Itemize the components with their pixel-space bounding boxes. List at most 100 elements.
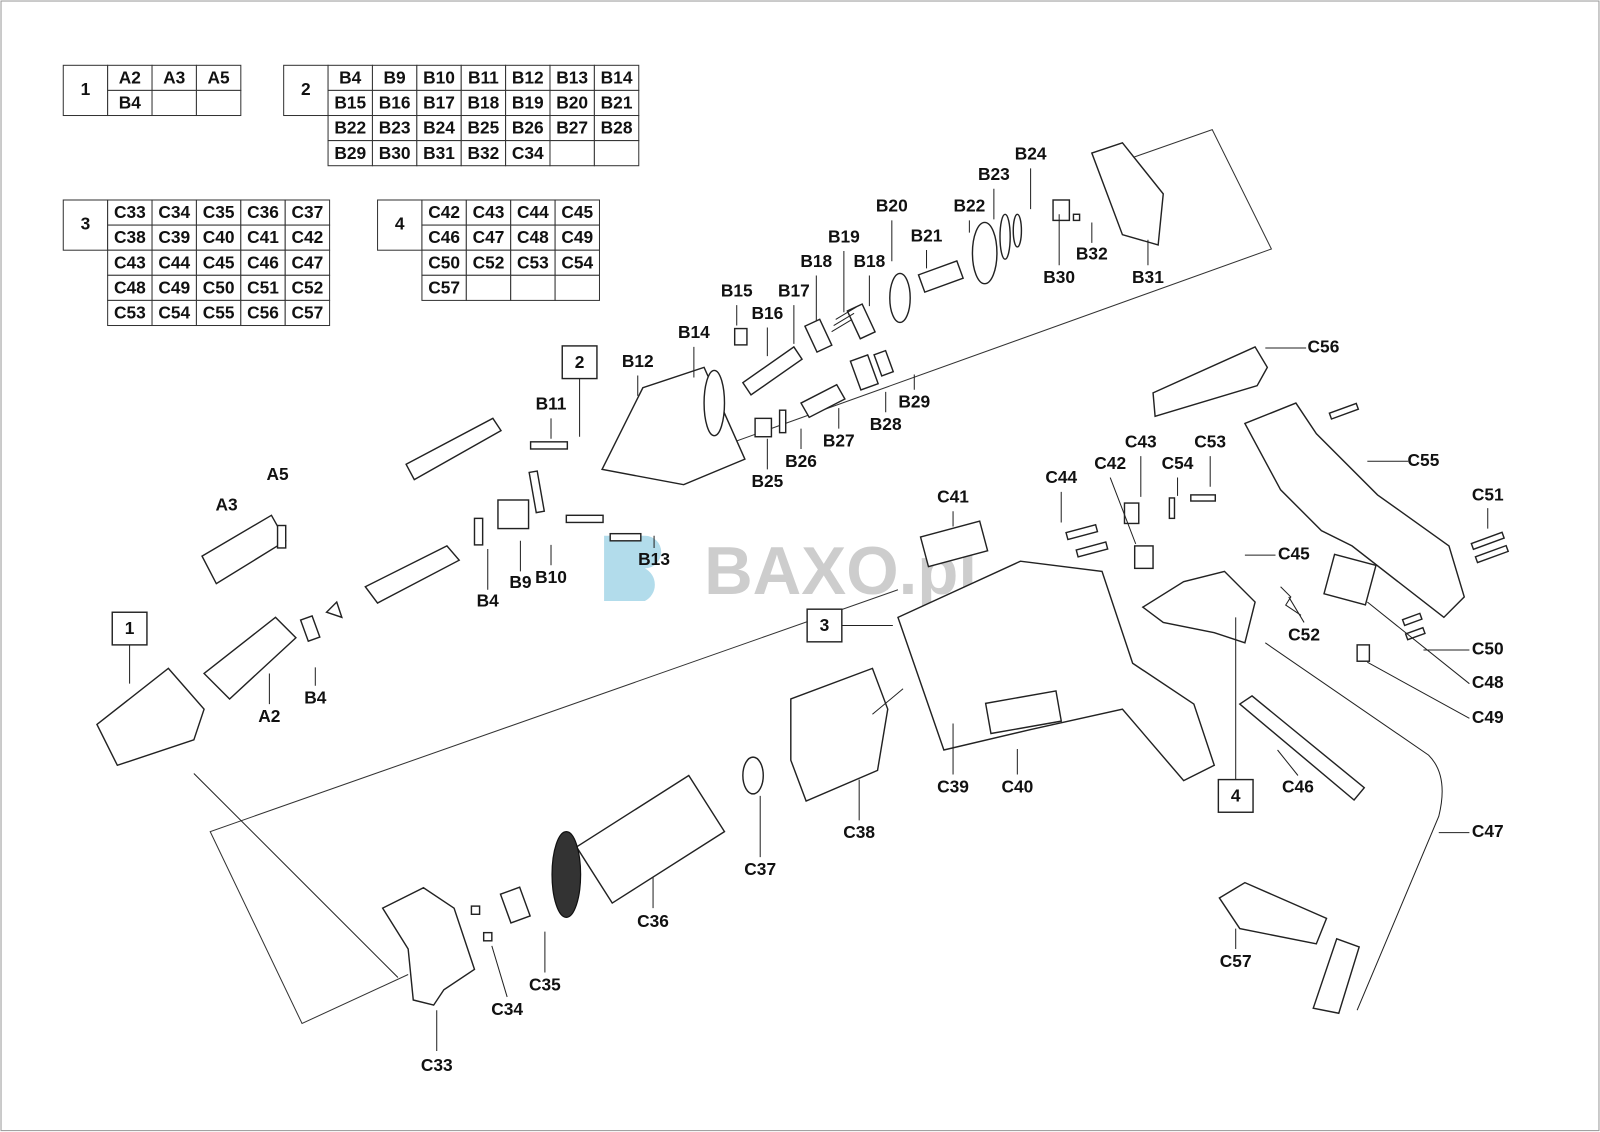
group-callout-2: 2: [561, 345, 598, 380]
table-cell-label: C50: [428, 252, 460, 272]
part-label: C35: [529, 974, 561, 994]
sleeve-c46: [1238, 695, 1366, 802]
table-cell-label: C49: [561, 227, 593, 247]
sleeve-a3: [201, 514, 287, 585]
table-cell: [421, 249, 467, 276]
part-label: B19: [828, 226, 860, 246]
table-cell-label: B10: [423, 67, 455, 87]
table-cell: [549, 114, 595, 142]
clutch-b18a: [803, 318, 833, 354]
part-label: C45: [1278, 544, 1310, 564]
table-cell-label: B21: [601, 93, 633, 113]
table-cell-label: A2: [119, 67, 141, 87]
group-callout-1: 1: [111, 611, 148, 646]
ring-a5: [276, 524, 287, 549]
table-cell: [416, 64, 462, 91]
table-cell: [505, 140, 551, 167]
table-cell-label: C57: [291, 303, 323, 323]
table-cell: [554, 199, 600, 226]
part-label: C37: [744, 859, 776, 879]
table-cell-label: B27: [556, 118, 588, 138]
table-cell-label: B25: [468, 118, 500, 138]
table-cell-label: A3: [163, 67, 186, 87]
table-cell: [510, 274, 556, 301]
part-label: C40: [1001, 776, 1033, 796]
part-label: B4: [304, 688, 327, 708]
table-cell-label: B14: [601, 67, 633, 87]
part-label: B13: [638, 549, 670, 569]
spring-b19: [831, 306, 857, 333]
armature-c36: [575, 774, 726, 905]
brush-holder-c33: [381, 886, 476, 1006]
part-label: B29: [898, 392, 930, 412]
table-cell-label: C52: [291, 277, 323, 297]
table-cell: [284, 199, 331, 226]
table-cell-label: C55: [203, 303, 235, 323]
group-number: 3: [81, 214, 91, 234]
screw-c51b: [1474, 544, 1510, 564]
table-cell-label: C44: [158, 252, 190, 272]
ring-b23: [999, 213, 1011, 260]
part-label: C41: [937, 487, 969, 507]
part-label: B4: [477, 591, 500, 611]
table-cell-label: C41: [247, 227, 279, 247]
table-cell-label: C43: [473, 202, 505, 222]
screw-b13a: [565, 514, 604, 524]
table-cell-label: C48: [517, 227, 549, 247]
washer-b10: [528, 470, 546, 514]
table-cell-label: B22: [334, 118, 366, 138]
group-number-cell: [62, 64, 109, 117]
table-cell-label: C42: [428, 202, 460, 222]
shaft-b17: [741, 345, 804, 396]
part-b15: [733, 327, 748, 346]
table-cell: [371, 64, 418, 91]
table-cell: [151, 199, 197, 226]
handle-c55: [1243, 402, 1466, 619]
table-cell-label: C53: [517, 252, 549, 272]
part-label: B9: [509, 572, 531, 592]
part-label: B30: [1043, 267, 1075, 287]
part-label: A3: [215, 495, 238, 515]
table-cell-label: C47: [291, 252, 323, 272]
part-label: B32: [1076, 244, 1108, 264]
watermark-logo: BAXO.pl: [604, 534, 977, 609]
part-label: B16: [751, 303, 783, 323]
table-cell-label: C37: [291, 202, 323, 222]
part-label: B26: [785, 451, 817, 471]
table-cell: [460, 140, 507, 167]
pin-c44a: [1065, 523, 1099, 541]
table-cell: [371, 114, 418, 142]
part-c34: [482, 931, 493, 942]
part-label: B24: [1015, 144, 1047, 164]
table-cell-label: C38: [114, 227, 146, 247]
part-label: B20: [876, 196, 908, 216]
ring-b4: [299, 615, 321, 643]
parts-drawings: [96, 142, 1510, 1015]
housing-c39: [897, 560, 1216, 782]
part-label: B27: [823, 430, 855, 450]
table-cell: [416, 140, 462, 167]
table-cell: [549, 64, 595, 91]
part-b30: [1052, 199, 1071, 222]
table-cell: [421, 224, 467, 251]
part-label: B23: [978, 164, 1010, 184]
table-cell-label: C47: [473, 227, 505, 247]
part-b32: [1072, 213, 1081, 222]
part-label: C51: [1472, 484, 1504, 504]
chuck-sleeve: [96, 667, 205, 767]
screw-c53: [1190, 494, 1217, 502]
table-cell: [107, 299, 153, 327]
table-cell: [465, 224, 512, 251]
cover-c56: [1152, 346, 1269, 418]
table-cell: [195, 64, 242, 91]
part-label: C47: [1472, 821, 1504, 841]
part-label: C46: [1282, 776, 1314, 796]
screw-b11: [529, 441, 569, 450]
part-label: C39: [937, 776, 969, 796]
part-label: B22: [953, 196, 985, 216]
label-c48: [1323, 553, 1377, 606]
part-c34a: [470, 905, 481, 915]
